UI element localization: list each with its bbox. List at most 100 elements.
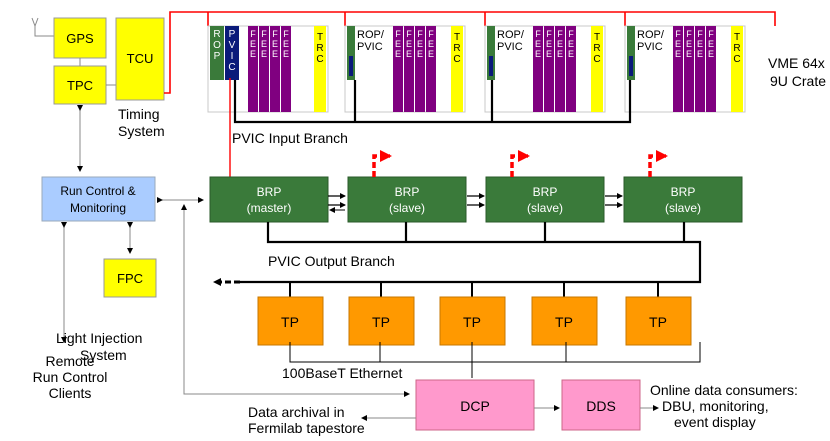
- trc-card-letter: C: [593, 54, 600, 65]
- fee-card-letter: E: [686, 39, 692, 49]
- rop-pvic-label: PVIC: [357, 41, 383, 53]
- pvic-card: [225, 26, 239, 80]
- pvic-output-branch-label: PVIC Output Branch: [268, 253, 395, 269]
- fee-card: [281, 26, 291, 112]
- rop-card: [347, 26, 355, 80]
- fee-card-letter: E: [675, 39, 681, 49]
- fpc-box: [103, 258, 157, 298]
- dcp-label: DCP: [460, 398, 490, 414]
- run-control-box: [41, 176, 156, 222]
- trc-card: [591, 26, 603, 112]
- fee-card-letter: E: [557, 49, 563, 59]
- red-output-arrow-3: [648, 150, 668, 177]
- run-control-label-1: Run Control &: [60, 184, 135, 198]
- fee-card: [404, 26, 414, 112]
- fee-card-letter: F: [546, 29, 552, 39]
- archival-label-1: Data archival in: [248, 404, 345, 420]
- fee-card: [555, 26, 565, 112]
- fee-card: [544, 26, 554, 112]
- vme-crate-label-1: VME 64x: [768, 55, 825, 71]
- brp-title: BRP: [533, 185, 558, 199]
- fee-card-letter: E: [708, 39, 714, 49]
- fee-card-letter: E: [686, 49, 692, 59]
- trc-card-letter: C: [453, 54, 460, 65]
- fee-card-letter: F: [283, 29, 289, 39]
- fee-card: [566, 26, 576, 112]
- fee-card-letter: E: [546, 39, 552, 49]
- vme-crates: ROPPVICFEEFEEFEEFEETRCROP/PVICFEEFEEFEEF…: [207, 25, 746, 113]
- fee-card-letter: F: [697, 29, 703, 39]
- tp-rect: [531, 296, 598, 346]
- brp-box: BRP(slave): [485, 176, 605, 223]
- fee-card-letter: E: [417, 39, 423, 49]
- fee-card-letter: F: [272, 29, 278, 39]
- fee-card-letter: E: [535, 49, 541, 59]
- tpc-label: TPC: [67, 78, 93, 93]
- tp-rect: [625, 296, 692, 346]
- trc-card-letter: R: [733, 43, 740, 54]
- brp-rect: [347, 176, 467, 223]
- rop-card: [487, 26, 495, 80]
- red-output-arrow-2: [510, 150, 530, 177]
- fee-card-letter: E: [406, 39, 412, 49]
- online-consumers-label-3: event display: [674, 414, 756, 430]
- gps-box: [53, 17, 107, 59]
- ethernet-bus-line: [289, 342, 701, 363]
- fee-card-letter: E: [417, 49, 423, 59]
- trc-card: [731, 26, 743, 112]
- dds-label: DDS: [586, 398, 616, 414]
- fee-card-letter: F: [428, 29, 434, 39]
- fee-card-letter: E: [283, 49, 289, 59]
- pvic-card-letter: V: [229, 40, 236, 51]
- pvic-output-branch-line: [240, 222, 702, 284]
- fee-card-letter: E: [697, 39, 703, 49]
- tp-box: TP: [531, 282, 598, 346]
- rop-pvic-label: ROP/: [497, 29, 525, 41]
- tp-box: TP: [625, 282, 692, 346]
- vme-crate-label-2: 9U Crate: [770, 73, 826, 89]
- fee-card-letter: E: [428, 39, 434, 49]
- online-consumers-label-1: Online data consumers:: [650, 382, 798, 398]
- rop-pvic-label: ROP/: [637, 29, 665, 41]
- brp-title: BRP: [257, 185, 282, 199]
- pvic-card-letter: P: [229, 29, 236, 40]
- tp-box: TP: [439, 282, 506, 346]
- fee-card-letter: E: [697, 49, 703, 59]
- fee-card: [533, 26, 543, 112]
- trc-card-letter: C: [316, 54, 323, 65]
- trc-card-letter: R: [316, 43, 323, 54]
- fee-card-letter: E: [568, 39, 574, 49]
- tp-label: TP: [372, 314, 390, 330]
- brp-box: BRP(master): [209, 176, 329, 223]
- rop-pvic-label: PVIC: [637, 41, 663, 53]
- tcu-label: TCU: [127, 51, 154, 66]
- runcontrol-dcp-link: [183, 210, 410, 397]
- rop-card-letter: P: [214, 51, 221, 62]
- fee-card: [270, 26, 280, 112]
- brp-rect: [485, 176, 605, 223]
- pvic-card: [489, 56, 493, 76]
- remote-label-1: Remote: [45, 353, 94, 369]
- trc-card-letter: C: [733, 54, 740, 65]
- tp-rect: [348, 296, 415, 346]
- fee-card-letter: F: [686, 29, 692, 39]
- fee-card: [259, 26, 269, 112]
- pvic-card-letter: I: [231, 51, 234, 62]
- brp-box: BRP(slave): [623, 176, 743, 223]
- fee-card: [426, 26, 436, 112]
- trc-card-letter: T: [594, 32, 600, 43]
- tp-rect: [439, 296, 506, 346]
- fee-card-letter: E: [406, 49, 412, 59]
- fee-card-letter: E: [272, 39, 278, 49]
- fee-card-letter: F: [535, 29, 541, 39]
- timing-system-label-1: Timing: [118, 106, 160, 122]
- fee-card-letter: F: [417, 29, 423, 39]
- brp-rect: [209, 176, 329, 223]
- brp-box: BRP(slave): [347, 176, 467, 223]
- fee-card-letter: E: [261, 49, 267, 59]
- timing-distribution-line: [164, 11, 776, 94]
- tp-label: TP: [555, 314, 573, 330]
